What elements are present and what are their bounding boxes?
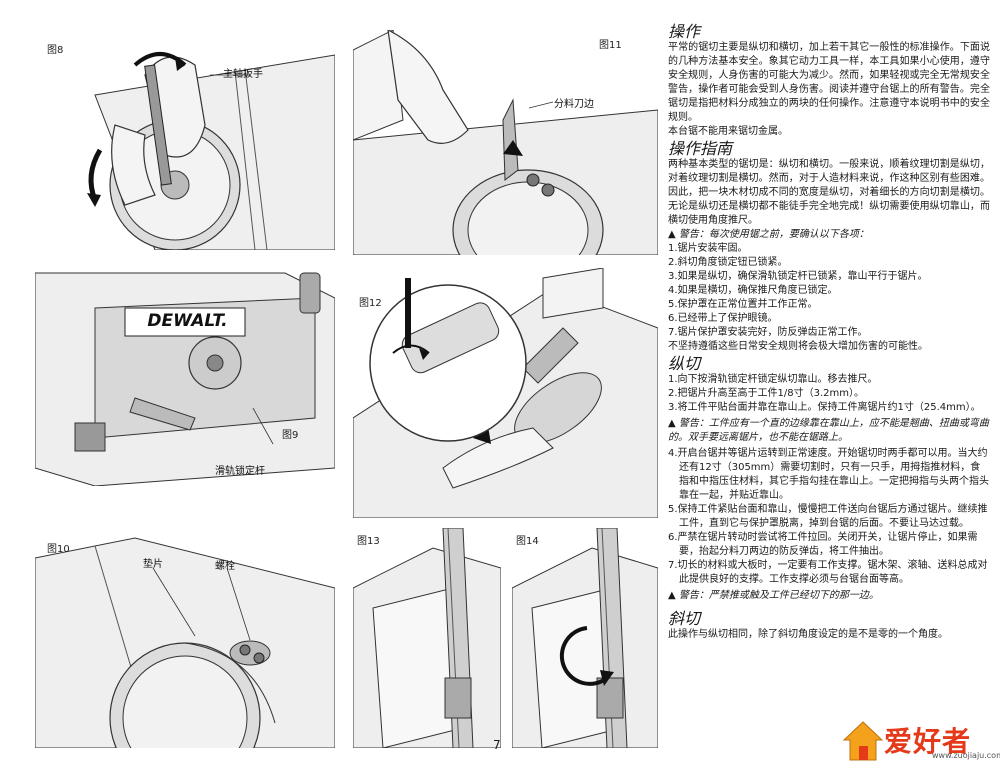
checklist-item: 1.锯片安装牢固。 (668, 243, 748, 254)
figure-13: 图13 (353, 528, 501, 748)
figure-8-drawing (87, 52, 335, 250)
heading-operation: 操作 (668, 22, 701, 41)
checklist-item: 6.已经带上了保护眼镜。 (668, 313, 778, 324)
figure-10-callout-washer: 垫片 (143, 559, 163, 570)
watermark-logo: 爱好者 www.zuojiaju.com (840, 718, 1000, 764)
rip-step: 7.切长的材料或大板时，一定要有工作支撑。锯木架、滚轴、送料总成对此提供良好的支… (668, 560, 988, 585)
figure-13-label: 图13 (357, 536, 380, 547)
guide-warning-text: 警告：每次使用锯之前，要确认以下各项： (678, 229, 869, 240)
rip-warning-1: ▲ 警告：工件应有一个直的边缘靠在靠山上，应不能是翘曲、扭曲或弯曲的。双手要远离… (668, 417, 990, 445)
rip-step: 3.将工件平贴台面并靠在靠山上。保持工件离锯片约1寸（25.4mm）。 (668, 402, 981, 413)
figure-9-brand-plate: DEWALT. (147, 311, 228, 331)
checklist-item: 2.斜切角度锁定钮已锁紧。 (668, 257, 788, 268)
guide-warning: ▲ 警告：每次使用锯之前，要确认以下各项： (668, 228, 990, 242)
text-column: 操作 平常的锯切主要是纵切和横切，加上若干其它一般性的标准操作。下面说的几种方法… (668, 22, 990, 642)
rip-step: 4.开启台锯并等锯片运转到正常速度。开始锯切时两手都可以用。当大约还有12寸（3… (668, 448, 989, 501)
rip-step: 6.严禁在锯片转动时尝试将工件拉回。关闭开关，让锯片停止，如果需要，抬起分料刀两… (668, 532, 978, 557)
rip-step: 5.保持工件紧贴台面和靠山，慢慢把工件送向台锯后方通过锯片。继续推工件，直到它与… (668, 504, 988, 529)
rip-step: 1.向下按滑轨锁定杆锁定纵切靠山。移去推尺。 (668, 374, 878, 385)
figure-10-drawing (35, 537, 335, 748)
watermark-name: 爱好者 (884, 725, 972, 758)
figure-11-drawing (353, 30, 658, 255)
heading-guide: 操作指南 (668, 139, 733, 158)
figure-10: 图10 垫片 螺栓 (35, 528, 335, 748)
figure-12: 图12 (353, 268, 658, 518)
warning-triangle-icon: ▲ (668, 229, 676, 240)
checklist-item: 4.如果是横切，确保推尺角度已锁定。 (668, 285, 838, 296)
rip-warning-1-text: 警告：工件应有一个直的边缘靠在靠山上，应不能是翘曲、扭曲或弯曲的。双手要远离锯片… (668, 418, 989, 443)
rip-warning-2: ▲ 警告：严禁推或触及工件已经切下的那一边。 (668, 589, 990, 603)
figure-11: 图11 分料刀边 (353, 30, 658, 255)
figure-8: 图8 主轴扳手 (35, 35, 335, 250)
warning-triangle-icon: ▲ (668, 418, 676, 429)
figure-8-label: 图8 (47, 45, 64, 56)
operation-paragraph: 平常的锯切主要是纵切和横切，加上若干其它一般性的标准操作。下面说的几种方法基本安… (668, 42, 990, 123)
operation-metal-note: 本台锯不能用来锯切金属。 (668, 126, 788, 137)
figure-9-label: 图9 (282, 430, 299, 441)
figure-8-callout-spindle-wrench: 主轴扳手 (223, 69, 263, 80)
heading-rip: 纵切 (668, 354, 701, 373)
figure-14: 图14 (512, 528, 658, 748)
figure-10-callout-bolt: 螺栓 (215, 561, 235, 572)
page-number: 7 (493, 738, 501, 752)
rip-step: 2.把锯片升高至高于工件1/8寸（3.2mm）。 (668, 388, 865, 399)
watermark-url: www.zuojiaju.com (932, 751, 1000, 760)
figure-9-drawing (35, 272, 335, 486)
figure-12-label: 图12 (359, 298, 382, 309)
figure-13-drawing (353, 528, 501, 748)
bevel-paragraph: 此操作与纵切相同，除了斜切角度设定的是不是零的一个角度。 (668, 629, 948, 640)
heading-bevel: 斜切 (668, 609, 701, 628)
checklist-item: 3.如果是纵切，确保滑轨锁定杆已锁紧，靠山平行于锯片。 (668, 271, 928, 282)
figure-9: DEWALT. 图9 滑轨锁定杆 (35, 268, 335, 486)
figure-10-label: 图10 (47, 544, 70, 555)
checklist-item: 5.保护罩在正常位置并工作正常。 (668, 299, 818, 310)
checklist-item: 7.锯片保护罩安装完好，防反弹齿正常工作。 (668, 327, 868, 338)
figure-14-label: 图14 (516, 536, 539, 547)
guide-paragraph: 两种基本类型的锯切是：纵切和横切。一般来说，顺着纹理切割是纵切，对着纹理切割是横… (668, 159, 990, 226)
figure-12-drawing (353, 268, 658, 518)
house-logo-icon (842, 721, 884, 761)
guide-closing: 不坚持遵循这些日常安全规则将会极大增加伤害的可能性。 (668, 341, 928, 352)
figure-9-callout-rail-lock-lever: 滑轨锁定杆 (215, 466, 265, 477)
figure-14-drawing (512, 528, 658, 748)
figure-11-callout-riving-knife: 分料刀边 (554, 99, 594, 110)
figure-11-label: 图11 (599, 40, 622, 51)
rip-warning-2-text: 警告：严禁推或触及工件已经切下的那一边。 (678, 590, 879, 601)
warning-triangle-icon: ▲ (668, 590, 676, 601)
